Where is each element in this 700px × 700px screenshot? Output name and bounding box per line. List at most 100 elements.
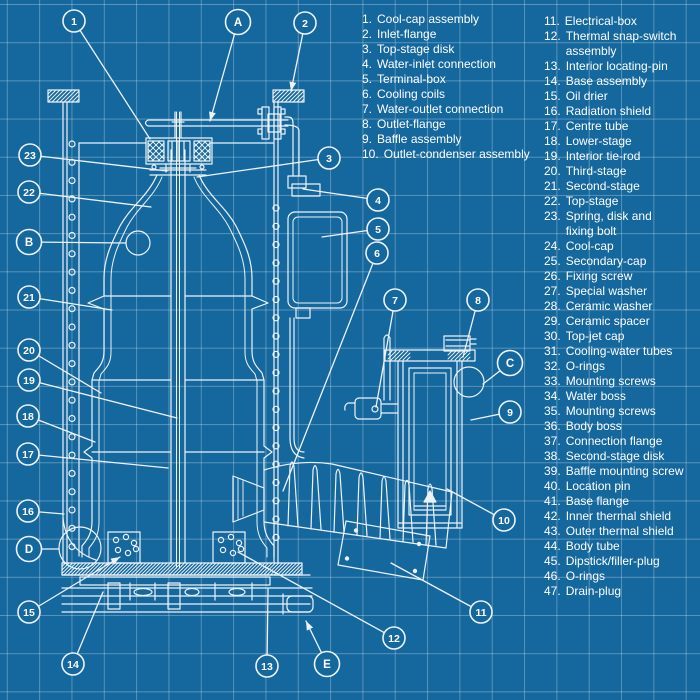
item-number: 37. bbox=[544, 434, 561, 448]
item-label: Interior tie-rod bbox=[565, 149, 641, 163]
callout-11: 11 bbox=[390, 562, 493, 624]
parts-list-item: 20.Third-stage bbox=[544, 164, 700, 179]
item-number: 9. bbox=[362, 132, 373, 146]
item-number: 44. bbox=[544, 539, 561, 553]
callout-circle-icon bbox=[383, 288, 407, 312]
item-number: 8. bbox=[362, 117, 373, 131]
parts-list-item: 33. Mounting screws bbox=[544, 374, 700, 389]
callout-label: 23 bbox=[24, 150, 36, 162]
callout-circle-icon bbox=[62, 9, 86, 33]
item-number: 33. bbox=[544, 374, 561, 388]
callout-circle-icon bbox=[366, 188, 390, 212]
callout-circle-icon bbox=[224, 8, 252, 36]
parts-list-item: 3.Top-stage disk bbox=[362, 42, 548, 57]
leader-arrowhead-icon bbox=[209, 111, 216, 121]
callout-circle-icon bbox=[15, 535, 43, 563]
callout-13: 13 bbox=[255, 588, 279, 678]
callout-8: 8 bbox=[462, 288, 490, 358]
terminal-box bbox=[287, 183, 348, 459]
item-label: Drain-plug bbox=[565, 584, 622, 598]
item-label: Secondary-cap bbox=[565, 254, 647, 268]
callout-label: 6 bbox=[374, 248, 380, 260]
item-label: Second-stage disk bbox=[565, 449, 665, 463]
callout-20: 20 bbox=[17, 338, 102, 394]
item-label: Body tube bbox=[565, 539, 620, 553]
callout-22: 22 bbox=[17, 180, 152, 208]
item-label: Location pin bbox=[565, 479, 631, 493]
parts-list-item: 4.Water-inlet connection bbox=[362, 57, 548, 72]
callout-circle-icon bbox=[293, 11, 317, 35]
item-label: Inlet-flange bbox=[377, 27, 437, 41]
callout-19: 19 bbox=[17, 368, 178, 419]
item-number: 14. bbox=[544, 74, 561, 88]
item-number: 34. bbox=[544, 389, 561, 403]
item-number: 26. bbox=[544, 269, 561, 283]
parts-list-item: 27. Special washer bbox=[544, 284, 700, 299]
item-number: 18. bbox=[544, 134, 561, 148]
item-number: 27. bbox=[544, 284, 561, 298]
callout-C: C bbox=[482, 349, 524, 385]
parts-list-item: 23.Spring, disk and fixing bolt bbox=[544, 209, 700, 239]
item-label: Thermal snap-switch assembly bbox=[565, 29, 677, 58]
callout-circle-icon bbox=[17, 338, 41, 362]
cooling-coils bbox=[68, 140, 280, 551]
callout-circle-icon bbox=[469, 600, 493, 624]
callout-label: 14 bbox=[67, 659, 79, 671]
item-number: 16. bbox=[544, 104, 561, 118]
item-label: Ceramic washer bbox=[565, 299, 653, 313]
callout-label: 18 bbox=[22, 411, 34, 423]
item-number: 10. bbox=[362, 147, 379, 161]
item-number: 35. bbox=[544, 404, 561, 418]
item-label: Ceramic spacer bbox=[565, 314, 650, 328]
callout-circle-icon bbox=[496, 349, 524, 377]
leader-arrowhead-icon bbox=[289, 81, 297, 91]
callout-circle-icon bbox=[498, 400, 522, 424]
base-assembly bbox=[61, 517, 314, 615]
item-label: Water-outlet connection bbox=[377, 102, 504, 116]
callout-label: 16 bbox=[22, 506, 34, 518]
callout-label: 21 bbox=[23, 292, 35, 304]
callout-circle-icon bbox=[17, 285, 41, 309]
parts-list-item: 36.Body boss bbox=[544, 419, 700, 434]
parts-list-item: 43.Outer thermal shield bbox=[544, 524, 700, 539]
callout-E: E bbox=[305, 620, 341, 678]
callout-circle-icon bbox=[16, 499, 40, 523]
parts-list-item: 18.Lower-stage bbox=[544, 134, 700, 149]
parts-list-item: 8.Outlet-flange bbox=[362, 117, 548, 132]
parts-list-item: 29.Ceramic spacer bbox=[544, 314, 700, 329]
item-label: Cooling-water tubes bbox=[565, 344, 673, 358]
item-number: 21. bbox=[544, 179, 561, 193]
parts-list-item: 30.Top-jet cap bbox=[544, 329, 700, 344]
parts-list-item: 19.Interior tie-rod bbox=[544, 149, 700, 164]
item-number: 43. bbox=[544, 524, 561, 538]
callout-circle-icon bbox=[317, 146, 341, 170]
parts-list-item: 14. Base assembly bbox=[544, 74, 700, 89]
parts-list-item: 45.Dipstick/filler-plug bbox=[544, 554, 700, 569]
parts-list-item: 31.Cooling-water tubes bbox=[544, 344, 700, 359]
electrical-box bbox=[337, 520, 431, 581]
item-label: Base assembly bbox=[565, 74, 648, 88]
item-label: Mounting screws bbox=[565, 374, 656, 388]
callout-12: 12 bbox=[237, 551, 406, 650]
item-label: Body boss bbox=[565, 419, 622, 433]
parts-list-item: 46.O-rings bbox=[544, 569, 700, 584]
body-tube-walls bbox=[47, 89, 305, 564]
callout-21: 21 bbox=[17, 285, 113, 311]
item-number: 41. bbox=[544, 494, 561, 508]
callout-4: 4 bbox=[302, 188, 390, 212]
item-label: Second-stage bbox=[565, 179, 640, 193]
callout-16: 16 bbox=[16, 499, 65, 523]
callout-10: 10 bbox=[446, 488, 516, 532]
leader-arrowhead-icon bbox=[306, 621, 314, 631]
item-label: Radiation shield bbox=[565, 104, 652, 118]
callout-label: 19 bbox=[23, 375, 35, 387]
callout-circle-icon bbox=[61, 652, 85, 676]
parts-list-item: 1.Cool-cap assembly bbox=[362, 12, 548, 27]
item-label: Special washer bbox=[565, 284, 648, 298]
item-number: 4. bbox=[362, 57, 373, 71]
callout-17: 17 bbox=[16, 442, 169, 469]
parts-list-item: 12.Thermal snap-switch assembly bbox=[544, 29, 700, 59]
parts-list-item: 17.Centre tube bbox=[544, 119, 700, 134]
item-label: Top-stage disk bbox=[377, 42, 455, 56]
parts-list-item: 35.Mounting screws bbox=[544, 404, 700, 419]
